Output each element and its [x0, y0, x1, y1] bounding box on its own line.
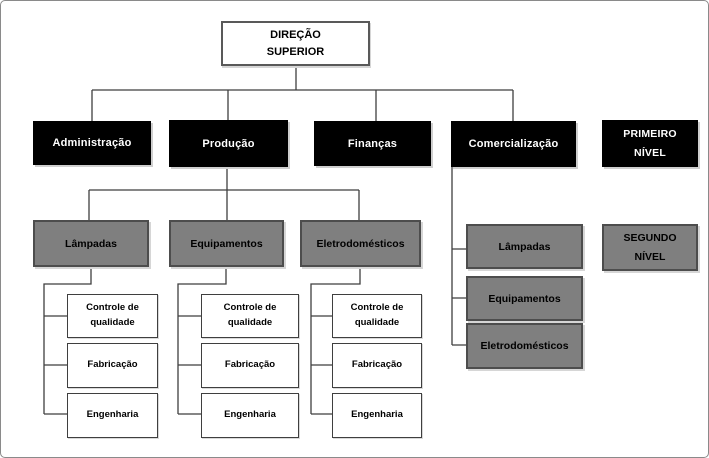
node-producao-equipamentos: Equipamentos [169, 220, 284, 267]
node-eletrodomesticos-engenharia: Engenharia [332, 393, 422, 438]
node-label: DIREÇÃO SUPERIOR [266, 29, 325, 58]
node-label: Administração [52, 137, 132, 149]
node-label: Eletrodomésticos [316, 237, 405, 250]
node-producao: Produção [169, 120, 288, 167]
node-financas: Finanças [314, 121, 431, 166]
node-label: Comercialização [468, 138, 559, 150]
node-equipamentos-engenharia: Engenharia [201, 393, 299, 438]
legend-primeiro-nivel: PRIMEIRO NÍVEL [602, 120, 698, 167]
legend-segundo-nivel: SEGUNDO NÍVEL [602, 224, 698, 271]
node-label: Lâmpadas [498, 240, 551, 253]
node-lampadas-controle-de-qualidade: Controle de qualidade [67, 294, 158, 338]
node-label: Controle de qualidade [223, 302, 277, 328]
node-label: Produção [202, 137, 255, 150]
node-comercializacao: Comercialização [451, 121, 576, 167]
node-label: Eletrodomésticos [480, 340, 569, 352]
node-comercializacao-lampadas: Lâmpadas [466, 224, 583, 269]
node-direcao-superior: DIREÇÃO SUPERIOR [221, 21, 370, 66]
node-label: Fabricação [224, 359, 276, 371]
node-label: Equipamentos [190, 237, 263, 250]
node-eletrodomesticos-controle-de-qualidade: Controle de qualidade [332, 294, 422, 338]
node-label: Finanças [347, 137, 398, 150]
node-equipamentos-fabricacao: Fabricação [201, 343, 299, 388]
node-producao-eletrodomesticos: Eletrodomésticos [300, 220, 421, 267]
node-comercializacao-eletrodomesticos: Eletrodomésticos [466, 323, 583, 369]
node-label: Controle de qualidade [350, 302, 404, 328]
node-label: Engenharia [86, 409, 139, 421]
node-label: Lâmpadas [65, 237, 117, 250]
node-producao-lampadas: Lâmpadas [33, 220, 149, 267]
node-label: Engenharia [224, 409, 276, 421]
node-label: Fabricação [87, 359, 138, 371]
node-equipamentos-controle-de-qualidade: Controle de qualidade [201, 294, 299, 338]
legend-label: SEGUNDO NÍVEL [623, 231, 677, 263]
node-label: Engenharia [351, 409, 403, 421]
node-lampadas-engenharia: Engenharia [67, 393, 158, 438]
legend-label: PRIMEIRO NÍVEL [623, 127, 677, 159]
connector-path [43, 66, 514, 415]
node-lampadas-fabricacao: Fabricação [67, 343, 158, 388]
node-eletrodomesticos-fabricacao: Fabricação [332, 343, 422, 388]
node-label: Controle de qualidade [86, 302, 139, 328]
node-label: Fabricação [351, 359, 403, 371]
node-administracao: Administração [33, 121, 151, 165]
node-comercializacao-equipamentos: Equipamentos [466, 276, 583, 321]
node-label: Equipamentos [488, 292, 561, 305]
